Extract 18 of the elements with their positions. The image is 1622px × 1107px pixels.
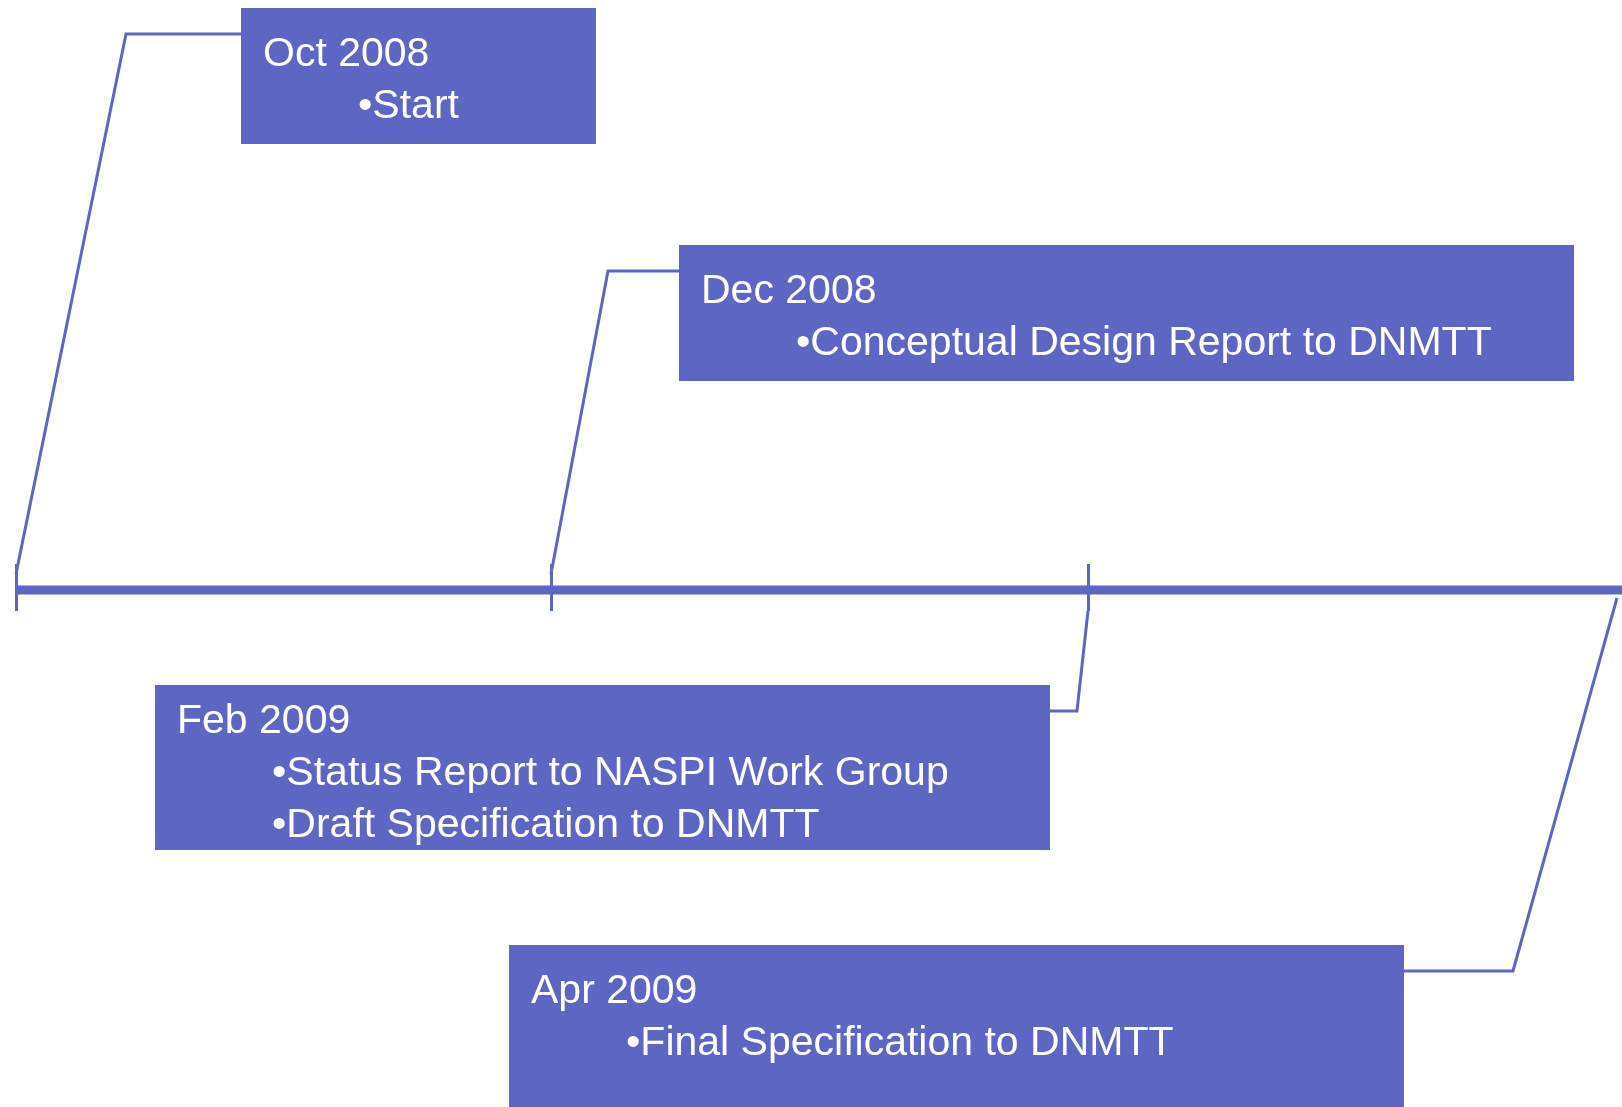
milestone-box [155,685,1050,850]
milestone-date: Dec 2008 [701,265,878,314]
milestone-item: •Conceptual Design Report to DNMTT [795,317,1493,366]
milestone-date: Oct 2008 [263,28,431,77]
milestone-item: •Final Specification to DNMTT [625,1017,1175,1066]
milestone-item: •Status Report to NASPI Work Group [271,747,950,796]
milestone-box [679,245,1574,381]
milestone-item: •Start [357,80,460,129]
milestone-item: •Draft Specification to DNMTT [271,799,821,848]
milestone-date: Apr 2009 [531,965,699,1014]
milestone-date: Feb 2009 [177,695,352,744]
tick-mark [15,564,18,611]
leader-line [1404,597,1619,973]
leader-line [1050,610,1090,713]
milestone-box [509,945,1404,1107]
tick-mark [1087,564,1090,611]
milestone-box [241,8,596,144]
tick-mark [550,564,553,611]
